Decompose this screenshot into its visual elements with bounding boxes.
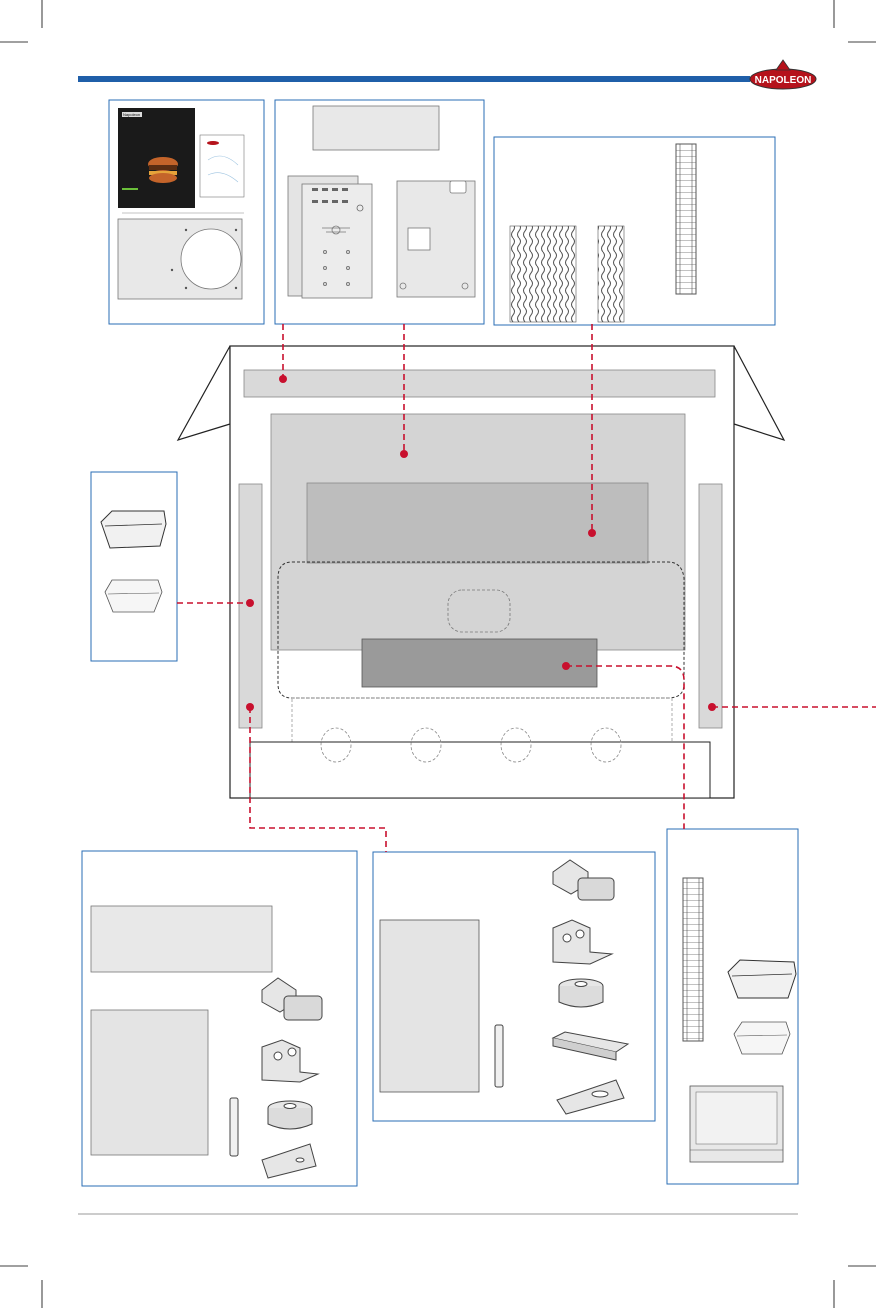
panel-center-hardware xyxy=(373,852,655,1121)
box-right-rail xyxy=(699,484,722,728)
side-panel-pair-icon xyxy=(288,176,372,298)
drip-tray-large-icon xyxy=(101,511,166,548)
panel-drip-trays xyxy=(91,472,177,661)
panel-documents-and-heat-shield: Napoleon xyxy=(109,100,264,324)
control-panel-block xyxy=(362,639,597,687)
center-panel-icon xyxy=(380,920,479,1092)
heat-shield-panel-icon xyxy=(118,219,242,299)
left-panel-bottom-icon xyxy=(91,1010,208,1155)
rod-icon xyxy=(230,1098,238,1156)
header-bar xyxy=(78,76,750,82)
napoleon-logo: NAPOLEON xyxy=(750,60,816,89)
right-drip-tray-small-icon xyxy=(734,1022,790,1054)
grease-tray-icon xyxy=(690,1086,783,1162)
spacer-icon xyxy=(268,1101,312,1129)
cooking-grid-icon xyxy=(676,144,696,294)
center-rod-icon xyxy=(495,1025,503,1087)
warranty-card-icon xyxy=(200,135,244,197)
logo-text: NAPOLEON xyxy=(755,75,812,86)
right-cooking-grid-icon xyxy=(683,878,703,1041)
back-panel-icon xyxy=(397,181,475,297)
manual-booklet-icon: Napoleon xyxy=(118,108,195,208)
shipping-box xyxy=(178,346,784,798)
wavy-rod-set-large-icon xyxy=(510,226,576,322)
box-mid-layer xyxy=(307,483,648,563)
wavy-rod-set-small-icon xyxy=(598,226,624,322)
panel-left-side-hardware xyxy=(82,851,357,1186)
panel-back-and-side-panels xyxy=(275,100,484,324)
center-spacer-icon xyxy=(559,979,603,1007)
panel-right-side-parts xyxy=(667,829,798,1184)
panel-flame-tamers-and-grid xyxy=(494,137,775,325)
box-flap-left xyxy=(178,346,230,440)
left-panel-top-icon xyxy=(91,906,272,972)
box-flap-right xyxy=(734,346,784,440)
box-bottom-tray xyxy=(250,742,710,798)
manual-cover-brand: Napoleon xyxy=(123,112,140,117)
right-drip-tray-large-icon xyxy=(728,960,796,998)
drip-tray-small-icon xyxy=(105,580,162,612)
box-top-rail xyxy=(244,370,715,397)
top-rear-panel-icon xyxy=(313,106,439,150)
